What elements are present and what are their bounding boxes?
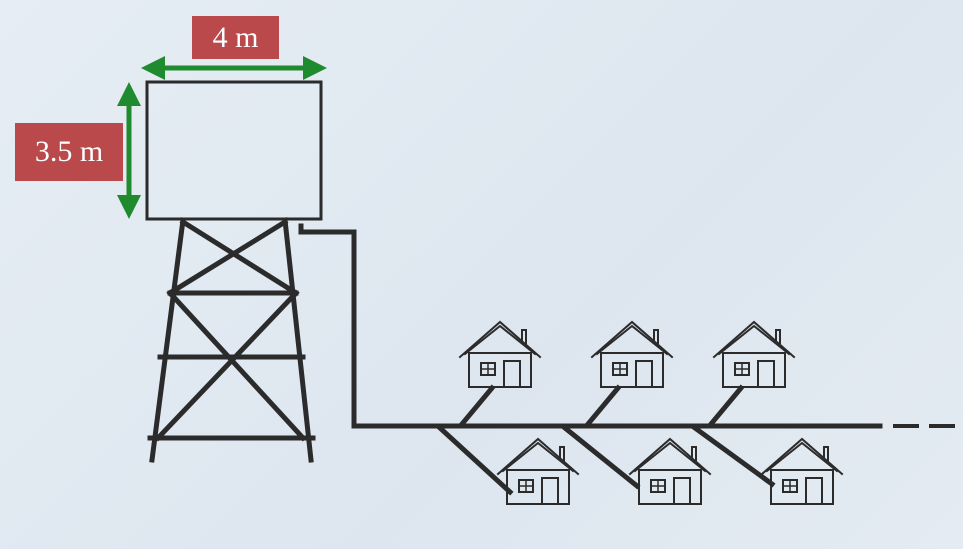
- house: [459, 321, 541, 388]
- houses: [459, 321, 843, 505]
- tank-tower: [145, 80, 323, 463]
- house: [591, 321, 673, 388]
- width-dimension-arrow: [141, 56, 327, 80]
- water-tank: [145, 80, 323, 221]
- house-connections: [436, 384, 776, 496]
- tank-width-label: 4 m: [192, 16, 279, 59]
- tank-height-label: 3.5 m: [15, 123, 123, 181]
- house: [713, 321, 795, 388]
- water-main-pipe: [298, 223, 955, 429]
- house: [761, 438, 843, 505]
- house: [629, 438, 711, 505]
- tower-frame: [147, 217, 316, 463]
- height-dimension-arrow: [117, 82, 141, 219]
